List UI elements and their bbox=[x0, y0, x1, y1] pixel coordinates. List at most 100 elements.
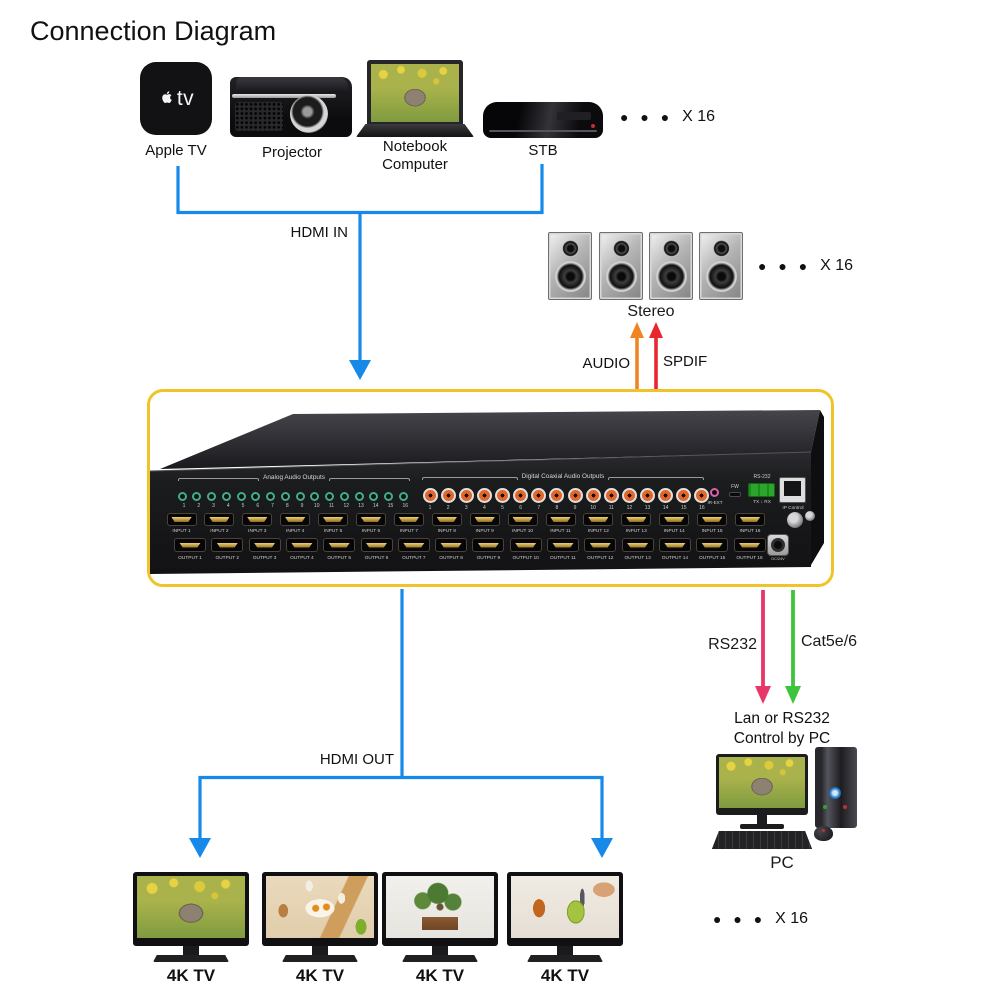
txrx-label: TX ↓ RX bbox=[753, 500, 771, 505]
hdmi-output-label: OUTPUT 12 bbox=[587, 556, 614, 561]
coaxial-jack-2 bbox=[440, 488, 456, 503]
coaxial-jack-5 bbox=[495, 488, 511, 503]
coaxial-jack-7 bbox=[531, 488, 547, 503]
analog-jack-number: 5 bbox=[241, 503, 245, 509]
analog-jack-number: 1 bbox=[182, 503, 186, 509]
ellipsis-dots: ● ● ● bbox=[758, 258, 812, 274]
hdmi-input-label: INPUT 14 bbox=[663, 529, 685, 534]
hdmi-output-label: OUTPUT 7 bbox=[401, 556, 426, 561]
analog-jack-number: 6 bbox=[256, 503, 260, 509]
analog-jack-11 bbox=[325, 492, 334, 501]
analog-jack-13 bbox=[354, 492, 364, 501]
analog-jack-number: 12 bbox=[343, 503, 350, 509]
coaxial-jack-number: 10 bbox=[590, 505, 596, 511]
stb-device bbox=[483, 102, 603, 138]
speaker-2 bbox=[599, 232, 643, 300]
analog-jack-number: 4 bbox=[226, 503, 230, 509]
hdmi-input-port-8 bbox=[431, 513, 462, 526]
hdmi-input-port-4 bbox=[280, 513, 311, 526]
ground-screw-icon bbox=[787, 512, 803, 528]
power-button-icon bbox=[829, 787, 841, 799]
speaker-3 bbox=[649, 232, 693, 300]
hdmi-input-label: INPUT 15 bbox=[701, 529, 723, 534]
tv-photo-baking bbox=[266, 876, 374, 938]
tv-stand-neck bbox=[557, 946, 573, 955]
spdif-label: SPDIF bbox=[663, 353, 708, 370]
tweeter-icon bbox=[561, 240, 579, 257]
analog-jack-14 bbox=[369, 492, 379, 501]
coaxial-jack-number: 6 bbox=[519, 505, 523, 511]
pc-monitor-photo bbox=[719, 757, 805, 808]
stereo-label: Stereo bbox=[627, 303, 675, 320]
rs232-wire-label: RS232 bbox=[708, 636, 757, 653]
coaxial-jack-number: 3 bbox=[464, 505, 468, 511]
hdmi-output-port-15 bbox=[696, 538, 729, 552]
coaxial-jack-8 bbox=[549, 488, 565, 503]
hdmi-output-label: OUTPUT 2 bbox=[215, 556, 240, 561]
hdmi-output-port-6 bbox=[360, 538, 393, 552]
coaxial-jack-number: 16 bbox=[699, 505, 705, 511]
speaker-4 bbox=[699, 232, 743, 300]
analog-jack-2 bbox=[192, 492, 202, 501]
apple-tv-device: tv bbox=[140, 62, 212, 135]
ground-screw-small-icon bbox=[805, 511, 815, 521]
speakers-repeat-marker: ● ● ● X 16 bbox=[758, 257, 853, 275]
tv-1: 4K TV bbox=[133, 872, 249, 986]
notebook-photo bbox=[371, 64, 459, 122]
coaxial-jack-11 bbox=[603, 488, 619, 503]
x16-label: X 16 bbox=[775, 910, 809, 927]
coaxial-jack-number: 9 bbox=[573, 505, 577, 511]
coaxial-jack-number: 2 bbox=[446, 505, 450, 511]
analog-jack-number: 11 bbox=[328, 503, 335, 509]
tv-photo-cat-meadow bbox=[137, 876, 245, 938]
tv-stand-neck bbox=[432, 946, 448, 955]
coaxial-jack-number: 8 bbox=[555, 505, 559, 511]
analog-jack-number: 15 bbox=[387, 503, 394, 509]
hdmi-output-label: OUTPUT 11 bbox=[550, 556, 576, 561]
analog-jack-number: 10 bbox=[313, 503, 320, 509]
stb-label: STB bbox=[528, 142, 558, 159]
hdmi-output-port-12 bbox=[584, 538, 617, 552]
hdmi-input-label: INPUT 6 bbox=[361, 529, 381, 534]
projector-label: Projector bbox=[261, 144, 323, 161]
coaxial-jack-number: 13 bbox=[644, 505, 651, 511]
coaxial-jack-3 bbox=[458, 488, 474, 503]
hdmi-output-port-13 bbox=[621, 538, 654, 552]
audio-label: AUDIO bbox=[582, 355, 630, 372]
analog-jack-7 bbox=[266, 492, 275, 501]
stb-display bbox=[557, 112, 591, 120]
hdmi-output-label: OUTPUT 8 bbox=[439, 556, 463, 561]
ip-control-rj45-port bbox=[779, 477, 806, 503]
apple-tv-label: Apple TV bbox=[145, 142, 207, 159]
tv-screen bbox=[507, 872, 623, 946]
hdmi-output-label: OUTPUT 5 bbox=[327, 556, 351, 561]
hdmi-output-label: OUTPUT 6 bbox=[364, 556, 389, 561]
page-title: Connection Diagram bbox=[30, 16, 277, 46]
tv-label: 4K TV bbox=[415, 966, 465, 985]
tv-stand-base bbox=[402, 955, 478, 962]
tv-screen bbox=[133, 872, 249, 946]
pc-label: PC bbox=[770, 853, 794, 872]
hdmi-output-port-10 bbox=[509, 538, 542, 552]
analog-jack-number: 3 bbox=[212, 503, 215, 509]
analog-jack-number: 8 bbox=[285, 503, 289, 509]
tv-4: 4K TV bbox=[507, 872, 623, 986]
hdmi-input-port-12 bbox=[583, 513, 614, 526]
hdmi-output-label: OUTPUT 1 bbox=[178, 556, 202, 561]
woofer-icon bbox=[655, 261, 687, 292]
coaxial-jack-10 bbox=[585, 488, 601, 503]
analog-jack-1 bbox=[177, 492, 187, 501]
hdmi-input-label: INPUT 8 bbox=[437, 529, 456, 534]
hdmi-input-port-6 bbox=[356, 513, 386, 526]
hdmi-output-port-7 bbox=[397, 538, 430, 552]
hdmi-output-port-4 bbox=[285, 538, 318, 552]
hdmi-input-port-5 bbox=[318, 513, 349, 526]
hdmi-output-port-1 bbox=[174, 538, 206, 552]
coaxial-jack-14 bbox=[658, 488, 674, 503]
tv-2: 4K TV bbox=[262, 872, 378, 986]
hdmi-output-label: OUTPUT 4 bbox=[290, 556, 314, 561]
coaxial-jack-number: 5 bbox=[501, 505, 504, 511]
hdmi-input-label: INPUT 9 bbox=[475, 529, 494, 534]
